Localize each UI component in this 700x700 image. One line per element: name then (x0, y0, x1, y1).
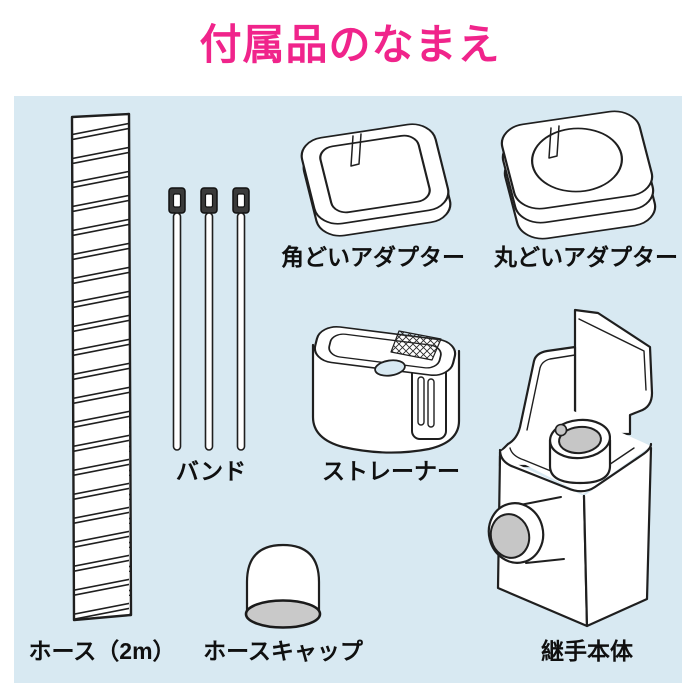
joint-body-illustration (487, 308, 654, 628)
hose-cap-illustration (244, 543, 322, 629)
cable-tie-illustration (168, 187, 250, 451)
label-square-gutter-adapter: 角どいアダプター (281, 244, 465, 270)
label-hose-cap: ホースキャップ (203, 638, 363, 664)
accessories-artwork (70, 110, 657, 629)
square-gutter-adapter-illustration (300, 123, 452, 237)
label-hose: ホース（2m） (28, 638, 176, 664)
label-round-gutter-adapter: 丸どいアダプター (494, 244, 678, 270)
label-joint-body: 継手本体 (541, 638, 633, 664)
round-gutter-adapter-illustration (500, 110, 657, 240)
accessories-panel: 角どいアダプター 丸どいアダプター バンド ストレーナー ホース（2m） ホース… (14, 96, 682, 683)
strainer-illustration (311, 326, 461, 454)
label-strainer: ストレーナー (322, 458, 460, 484)
page-title: 付属品のなまえ (199, 21, 501, 68)
label-band: バンド (175, 458, 247, 484)
hose-illustration (70, 112, 133, 622)
